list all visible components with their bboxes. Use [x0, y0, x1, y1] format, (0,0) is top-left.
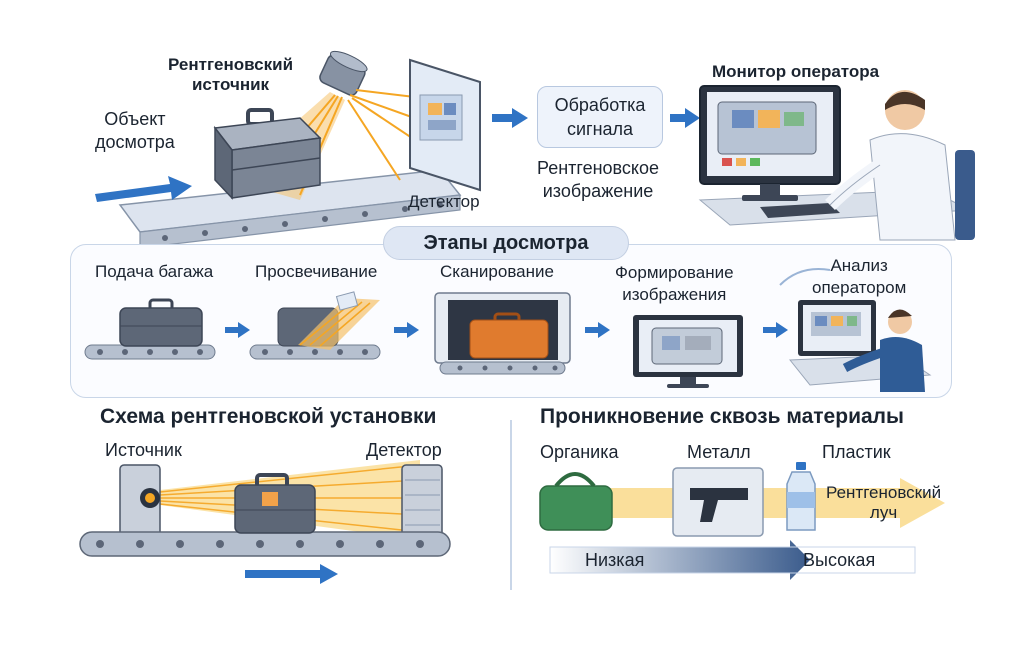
stage-label-feed: Подача багажа [95, 262, 214, 281]
scheme-source-label: Источник [105, 440, 182, 460]
stage-label-image: Формирование изображения [615, 263, 734, 304]
stage-label-scan: Сканирование [440, 262, 554, 281]
beam-label: Рентгеновский луч [826, 483, 942, 522]
detector-label-top: Детектор [408, 192, 480, 211]
scheme-detector-label: Детектор [366, 440, 442, 460]
material-metal-label: Металл [687, 442, 751, 462]
penetration-title: Проникновение сквозь материалы [540, 405, 904, 428]
xray-source-label: Рентгеновский источник [168, 55, 294, 94]
signal-processing-box: Обработка сигнала [537, 86, 663, 148]
object-label: Объект досмотра [95, 109, 175, 152]
section-divider [510, 420, 512, 590]
operator-monitor-label: Монитор оператора [712, 62, 880, 81]
stage-label-xray: Просвечивание [255, 262, 378, 281]
scale-low-label: Низкая [585, 550, 645, 570]
material-organic-label: Органика [540, 442, 619, 462]
stages-title: Этапы досмотра [383, 226, 629, 260]
scale-high-label: Высокая [803, 550, 876, 570]
xray-image-label: Рентгеновское изображение [537, 158, 660, 201]
scheme-title: Схема рентгеновской установки [100, 405, 437, 428]
stage-label-analysis: Анализ оператором [812, 256, 907, 297]
material-plastic-label: Пластик [822, 442, 891, 462]
